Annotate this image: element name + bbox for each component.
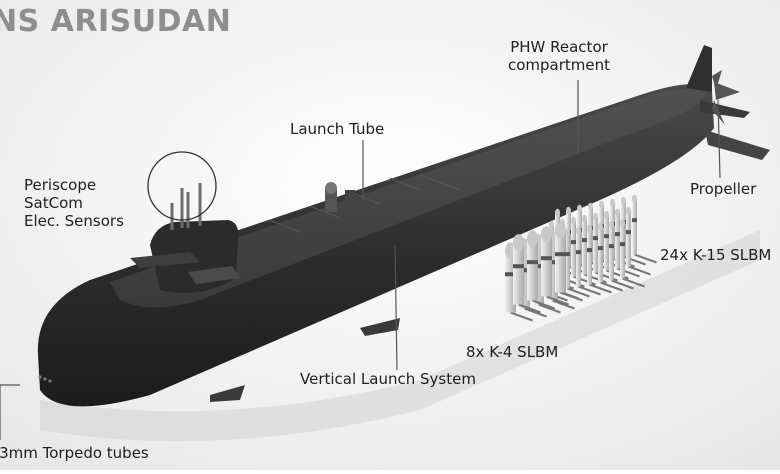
sail-plane <box>130 252 200 268</box>
label-periscope-group: Periscope SatCom Elec. Sensors <box>24 176 124 230</box>
label-k15: 24x K-15 SLBM <box>660 246 772 264</box>
label-periscope: Periscope <box>24 176 97 194</box>
periscope-circle <box>147 151 217 221</box>
k15-missile <box>632 194 657 264</box>
stern-plane-lower <box>705 130 770 160</box>
label-reactor-line2: compartment <box>508 56 611 74</box>
label-reactor-line1: PHW Reactor <box>510 38 608 56</box>
k15-missile <box>620 218 645 288</box>
bow-sonar <box>38 375 52 383</box>
k4-missile <box>541 226 569 306</box>
label-k4: 8x K-4 SLBM <box>466 343 559 361</box>
hull-reflection <box>40 230 760 442</box>
label-elec-sensors: Elec. Sensors <box>24 212 124 230</box>
keel-plane <box>360 318 400 336</box>
k15-missile <box>587 224 612 294</box>
label-propeller: Propeller <box>690 180 757 198</box>
propeller-leader <box>717 99 721 179</box>
stern-plane <box>700 100 750 118</box>
label-reactor: PHW Reactor compartment <box>508 38 610 74</box>
k4-missile <box>527 230 555 310</box>
label-launch-tube: Launch Tube <box>290 120 385 138</box>
k15-missile <box>565 228 590 298</box>
k15-missile <box>598 222 623 292</box>
watermark-title: NS ARISUDAN <box>0 4 232 39</box>
k15-missile <box>609 220 634 290</box>
periscope-masts <box>170 183 202 230</box>
k4-missile-group <box>505 222 583 322</box>
sail-plane-right <box>188 266 240 284</box>
k4-missile <box>513 234 541 314</box>
hull-deck <box>110 88 706 308</box>
k4-missile <box>555 222 583 302</box>
k15-missile <box>626 206 651 276</box>
deck-launch-tube <box>325 182 355 212</box>
torpedo-leader <box>0 384 20 440</box>
vls-leader <box>394 244 398 371</box>
bow-plane <box>210 385 245 402</box>
label-vls: Vertical Launch System <box>300 370 476 388</box>
leader-lines <box>0 80 721 440</box>
k15-missile <box>576 226 601 296</box>
label-satcom: SatCom <box>24 194 83 212</box>
tail-fin-top <box>686 45 712 92</box>
label-torpedo: 533mm Torpedo tubes <box>0 444 149 462</box>
